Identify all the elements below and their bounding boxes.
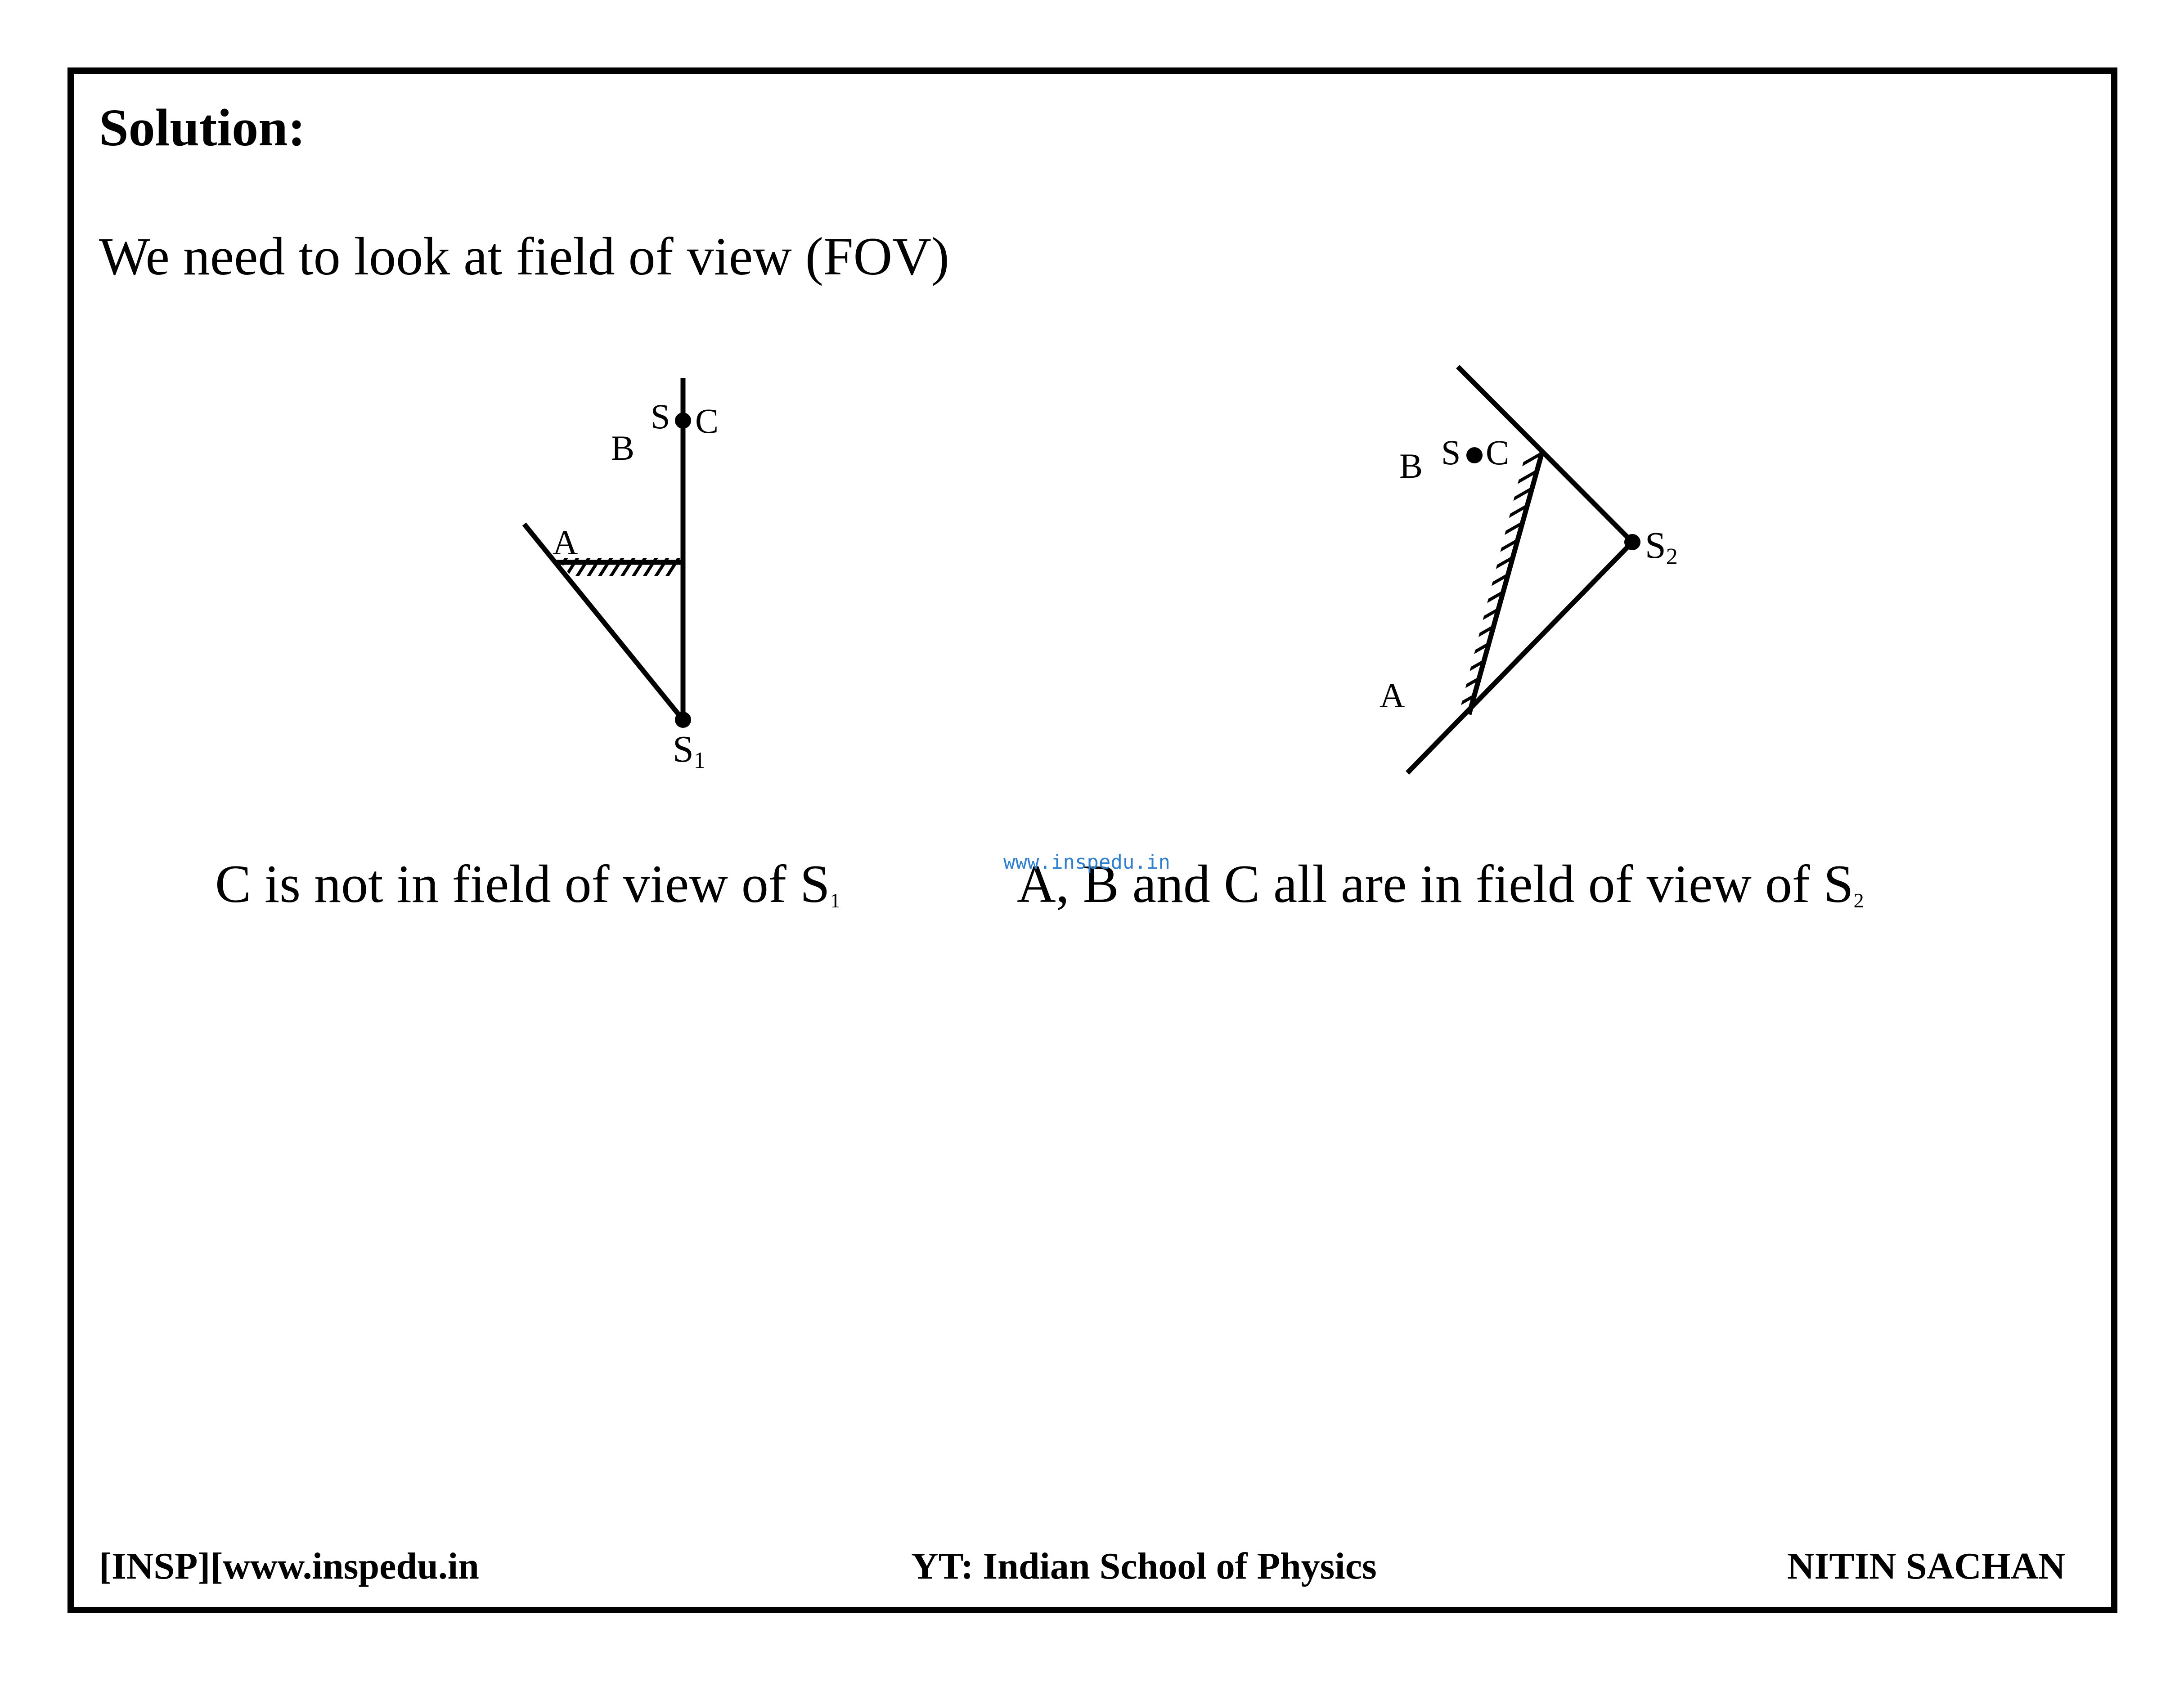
mirror-line-inner <box>1466 450 1545 715</box>
mirror-line-lower <box>1406 540 1634 775</box>
source-s1-dot <box>675 712 691 728</box>
page-frame <box>67 67 2117 1613</box>
label-s: S <box>651 397 670 436</box>
label-s: S <box>1441 433 1460 472</box>
footer-right: NITIN SACHAN <box>1787 1545 2066 1587</box>
caption-right: A, B and C all are in field of view of S… <box>1017 857 1864 911</box>
label-a: A <box>553 523 578 562</box>
caption-left: C is not in field of view of S1 <box>215 857 840 911</box>
footer-left: [INSP][www.inspedu.in <box>99 1545 479 1587</box>
mirror-line-upper <box>1456 365 1634 544</box>
footer-center: YT: Indian School of Physics <box>911 1545 1377 1587</box>
label-s2: S2 <box>1645 525 1678 570</box>
source-s2-dot <box>1624 534 1640 550</box>
solution-heading: Solution: <box>99 98 306 157</box>
point-c-dot <box>1466 447 1483 463</box>
label-s1: S1 <box>673 728 706 773</box>
diagram-s1: S C B A S1 <box>522 378 719 773</box>
label-a: A <box>1380 676 1405 715</box>
mirror-line-slanted <box>522 522 685 722</box>
caption-right-text: A, B and C all are in field of view of S <box>1017 854 1854 914</box>
watermark: www.inspedu.in <box>1003 851 1170 874</box>
diagram-s2: S C B A S2 <box>1380 365 1678 775</box>
point-c-dot <box>675 413 691 429</box>
caption-left-text: C is not in field of view of S <box>215 854 830 914</box>
caption-left-subscript: 1 <box>830 889 840 912</box>
intro-text: We need to look at field of view (FOV) <box>99 226 949 286</box>
label-b: B <box>611 428 634 467</box>
caption-right-subscript: 2 <box>1853 889 1864 912</box>
label-b: B <box>1399 446 1423 485</box>
label-c: C <box>695 401 719 440</box>
hatch-region-1 <box>557 558 682 576</box>
label-c: C <box>1486 433 1509 472</box>
